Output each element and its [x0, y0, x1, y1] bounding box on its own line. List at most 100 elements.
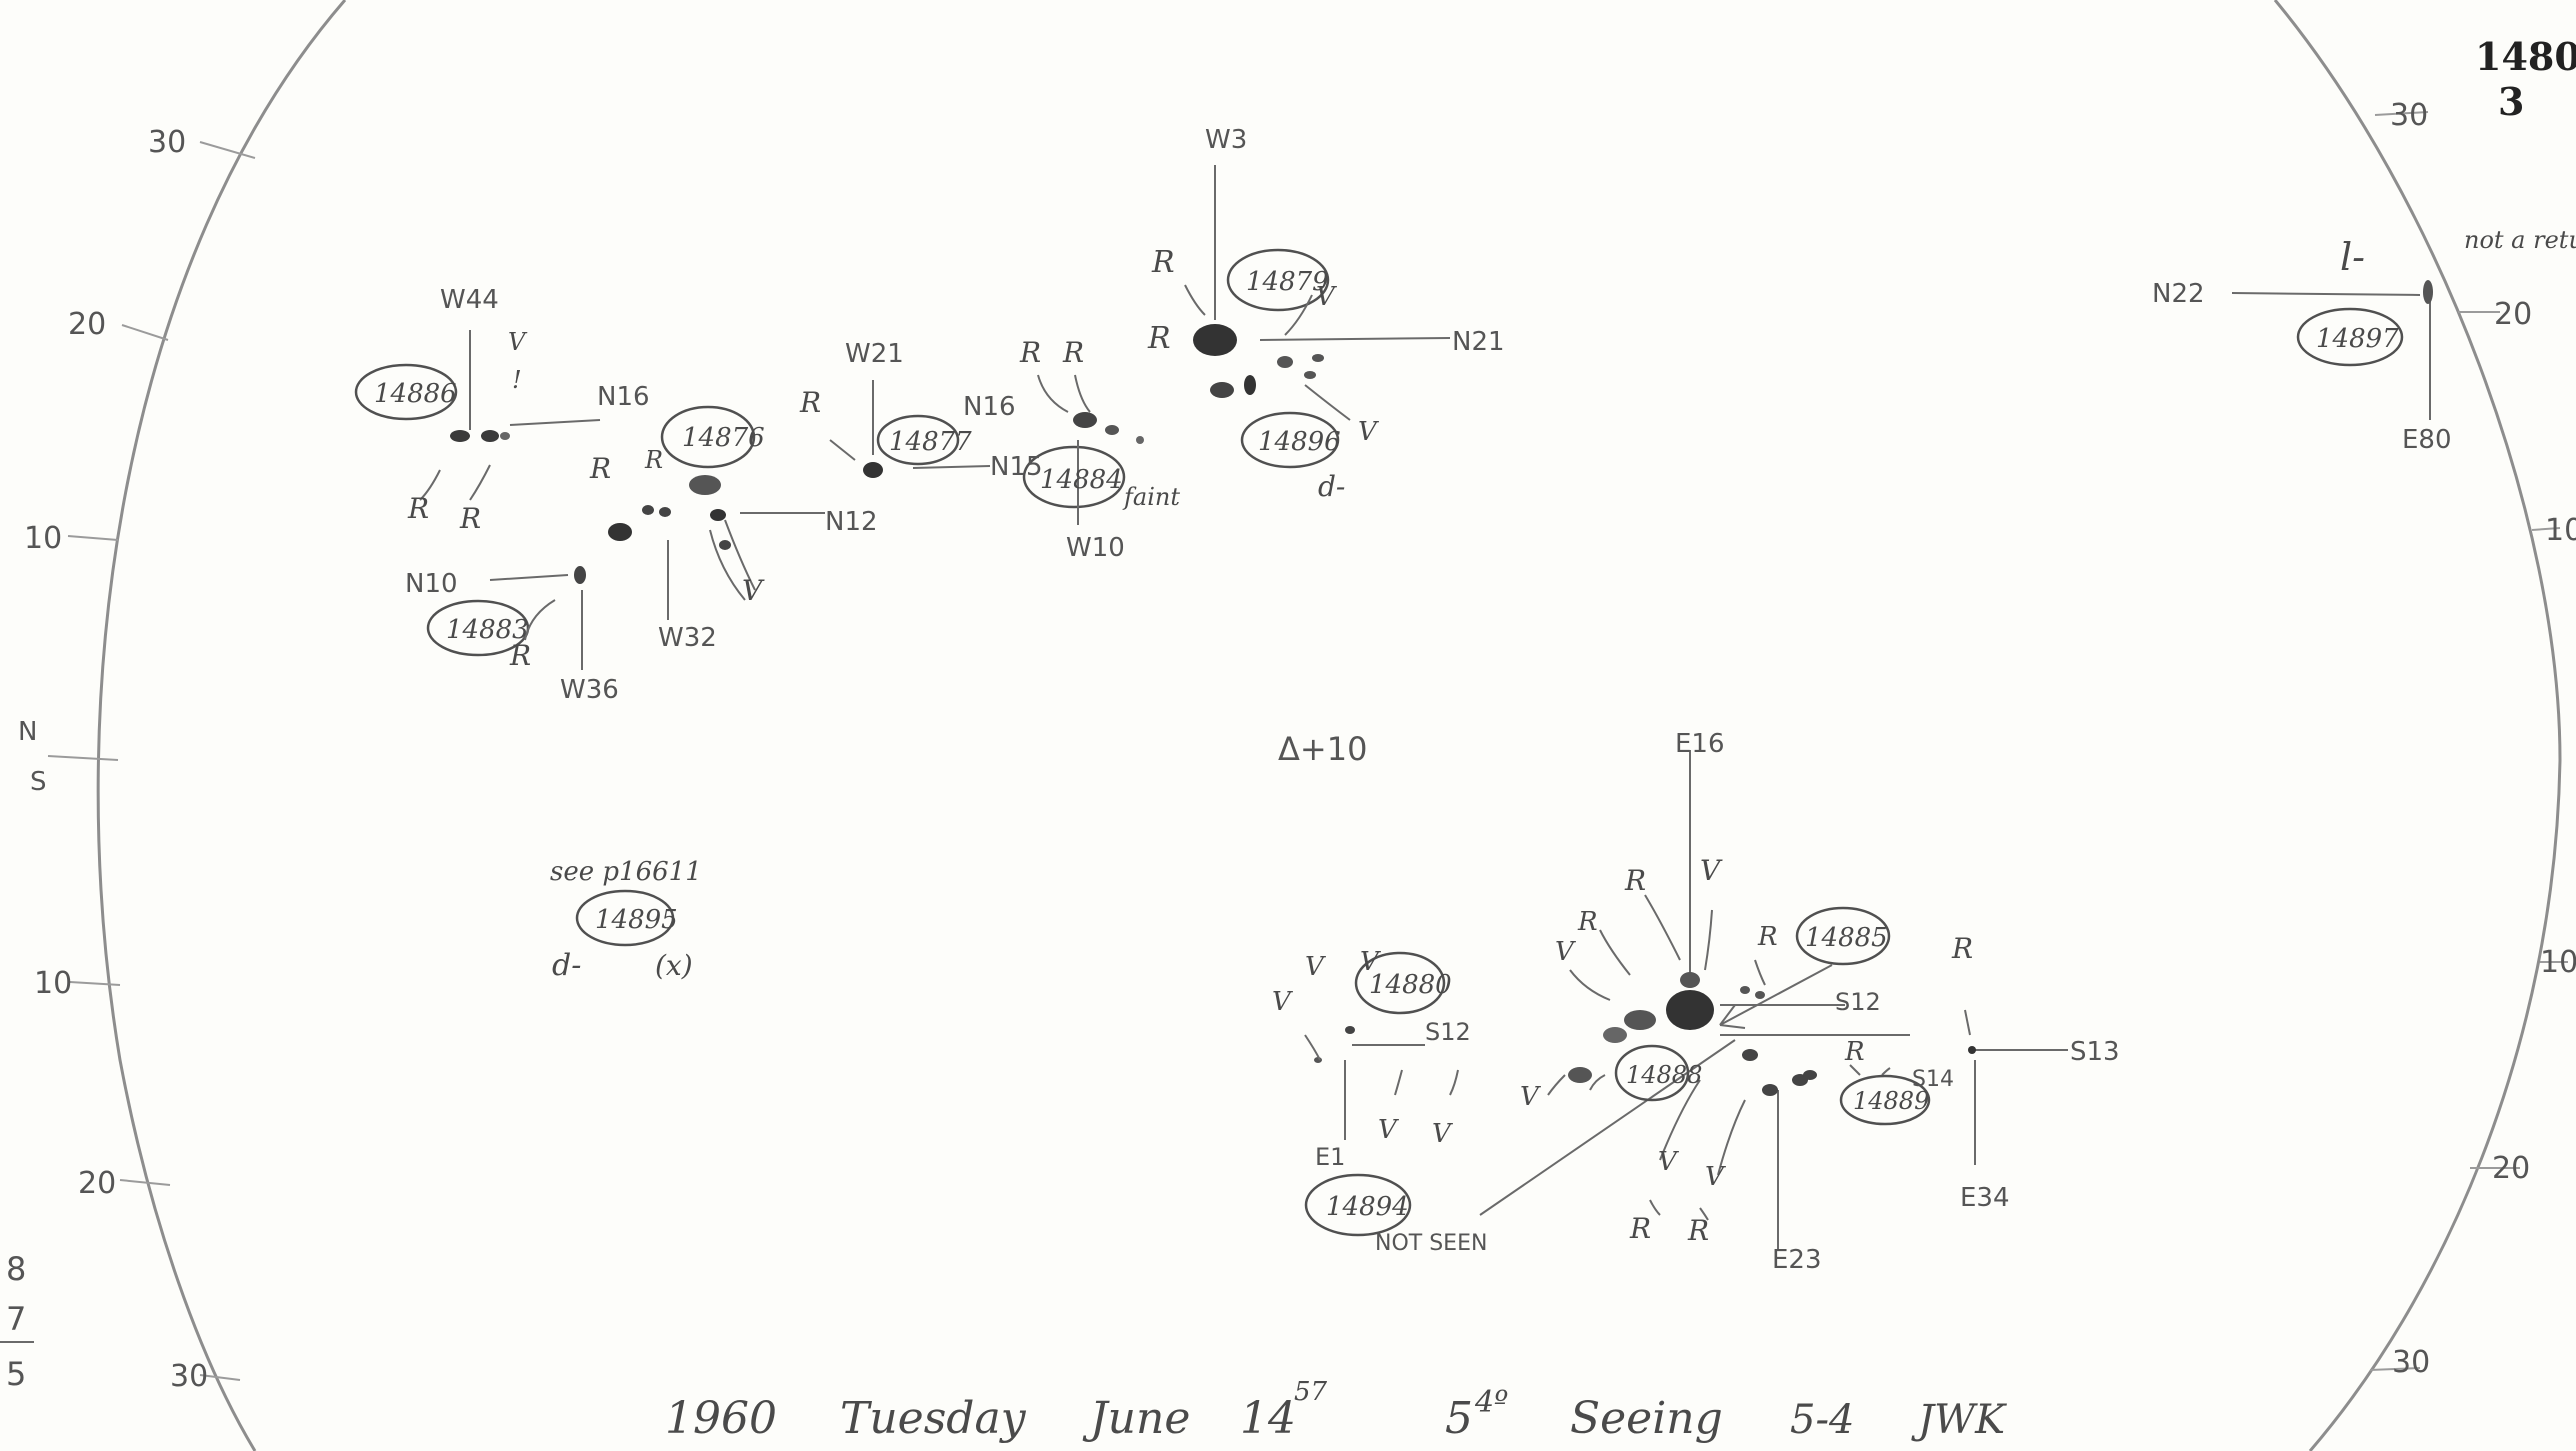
footer-seeing-label: Seeing: [1570, 1393, 1723, 1444]
region-number: 14896: [1258, 427, 1341, 457]
coord-label: E16: [1675, 729, 1725, 759]
polarity-label: V: [1378, 1115, 1399, 1145]
polarity-label: V: [1700, 854, 1723, 887]
region-note: d-: [1318, 470, 1345, 503]
limb-tick-label: 10: [24, 521, 62, 556]
coord-label: S12: [1835, 988, 1881, 1016]
footer-observer: JWK: [1911, 1397, 2007, 1443]
polarity-label: R: [1844, 1037, 1865, 1067]
coord-label: N16: [963, 392, 1016, 422]
polarity-label: R: [1951, 932, 1973, 965]
coord-label: N21: [1452, 327, 1505, 357]
polarity-label: V: [1305, 952, 1326, 982]
solar-limb-right: [2273, 0, 2562, 1451]
coord-label: S14: [1912, 1067, 1954, 1092]
polarity-label: R: [799, 386, 821, 419]
footer-seeing-value: 5-4: [1790, 1397, 1854, 1443]
region-14894: [1304, 1173, 1412, 1237]
limb-tick-label: S: [30, 767, 47, 797]
region-note: NOT SEEN: [1375, 1231, 1487, 1256]
disk-center-mark: Δ+10: [1278, 730, 1367, 768]
polarity-label: R: [1062, 336, 1084, 369]
region-14895: [575, 889, 675, 947]
limb-tick-label: 30: [170, 1359, 208, 1394]
limb-tick-label: 30: [2390, 98, 2428, 133]
footer-temp: 5: [1445, 1393, 1473, 1444]
coord-label: E34: [1960, 1183, 2010, 1213]
region-14876: [608, 405, 825, 620]
polarity-label: R: [1577, 907, 1598, 937]
limb-tick-label: 20: [2494, 297, 2532, 332]
region-14889: [1839, 1074, 1931, 1126]
region-number: 14885: [1805, 923, 1888, 953]
region-note: see p16611: [550, 857, 702, 887]
region-14885-complex: [1479, 750, 1910, 1250]
polarity-label: R: [1019, 336, 1041, 369]
coord-label: W32: [658, 623, 717, 653]
footer-time-sup: 57: [1294, 1377, 1328, 1407]
limb-ticks-left: [47, 141, 256, 1381]
region-number: 14889: [1853, 1087, 1929, 1115]
footer-year: 1960: [665, 1393, 777, 1444]
polarity-label: V: [1705, 1162, 1726, 1192]
polarity-label: V: [1358, 417, 1379, 447]
corner-note: 8: [6, 1250, 26, 1288]
polarity-label: R: [1151, 245, 1175, 280]
coord-label: E80: [2402, 425, 2452, 455]
limb-tick-label: 20: [2492, 1151, 2530, 1186]
limb-tick-label: 10: [2545, 513, 2576, 548]
observation-footer: 1960 Tuesday June 14 57 5 4º Seeing 5-4 …: [665, 1377, 2007, 1444]
solar-limb-left: [96, 0, 347, 1451]
region-number: 14877: [889, 427, 972, 457]
region-14877: [829, 380, 991, 478]
polarity-label: l-: [2340, 235, 2365, 279]
corner-note: 7: [6, 1300, 26, 1338]
footer-day: 14: [1240, 1393, 1296, 1444]
limb-tick-label: 10: [34, 966, 72, 1001]
region-number: 14894: [1326, 1192, 1409, 1222]
polarity-label: R: [1757, 922, 1778, 952]
region-14888: [1614, 1044, 1690, 1102]
limb-tick-label: 10: [2540, 945, 2576, 980]
polarity-label: R: [644, 446, 663, 474]
polarity-label: V: [1555, 937, 1576, 967]
region-number: 14895: [595, 905, 678, 935]
coord-label: E23: [1772, 1245, 1822, 1275]
polarity-label: V: [742, 574, 765, 607]
region-note: not a return: [2464, 226, 2576, 254]
limb-tick-label: N: [18, 717, 37, 747]
coord-label: W21: [845, 339, 904, 369]
coord-label: W36: [560, 675, 619, 705]
region-number: 14879: [1246, 267, 1329, 297]
polarity-label: V: [1658, 1147, 1679, 1177]
region-number: 14897: [2316, 324, 2399, 354]
region-number: 14886: [374, 379, 457, 409]
coord-label: N10: [405, 569, 458, 599]
region-number: 14883: [446, 615, 529, 645]
region-class: d-: [552, 948, 581, 983]
polarity-label: V: [1360, 947, 1381, 977]
polarity-label: R: [1147, 321, 1171, 356]
polarity-label: R: [459, 502, 481, 535]
region-number: 14880: [1369, 970, 1452, 1000]
region-14897: [2231, 280, 2433, 420]
polarity-label: !: [512, 366, 522, 394]
polarity-label: V: [1316, 282, 1337, 312]
polarity-label: R: [1624, 864, 1646, 897]
polarity-label: V: [1272, 987, 1293, 1017]
coord-label: N22: [2152, 279, 2205, 309]
region-14884: [1022, 374, 1144, 525]
coord-label: N15: [990, 452, 1043, 482]
polarity-label: R: [509, 639, 531, 672]
coord-label: E1: [1315, 1143, 1345, 1171]
region-14886: [354, 330, 601, 501]
polarity-label: R: [1629, 1212, 1651, 1245]
coord-label: W10: [1066, 533, 1125, 563]
corner-note: 5: [6, 1355, 26, 1393]
sheet-sub-number: 3: [2498, 79, 2524, 124]
region-number: 14888: [1626, 1061, 1702, 1089]
region-mark: (x): [655, 949, 693, 982]
footer-month: June: [1082, 1393, 1190, 1444]
polarity-label: V: [1520, 1082, 1541, 1112]
